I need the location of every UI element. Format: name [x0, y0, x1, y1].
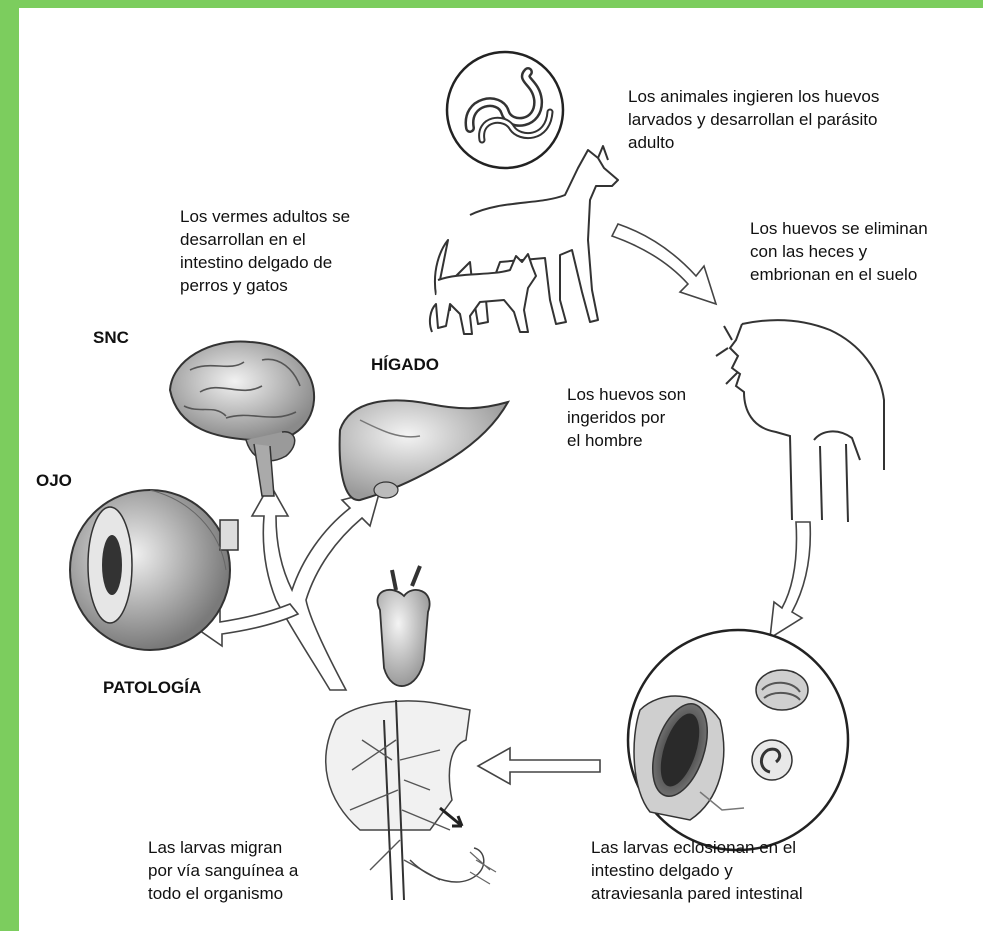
label-snc: SNC [93, 328, 129, 348]
step-adults-text: Los vermes adultos se desarrollan en el … [180, 205, 350, 297]
label-patologia: PATOLOGÍA [103, 678, 201, 698]
step-ingested-text: Los huevos son ingeridos por el hombre [567, 383, 686, 452]
step-migrate-text: Las larvas migran por vía sanguínea a to… [148, 836, 298, 905]
cycle-arrow-2 [770, 522, 810, 638]
worm-circle-icon [447, 52, 563, 168]
label-higado: HÍGADO [371, 355, 439, 375]
step-animals-text: Los animales ingieren los huevos larvado… [628, 85, 879, 154]
human-head-icon [716, 320, 884, 522]
heart-and-vessels-icon [326, 566, 496, 900]
liver-icon [340, 400, 508, 500]
intestine-circle-icon [628, 630, 848, 850]
cycle-arrow-3 [478, 748, 600, 784]
label-ojo: OJO [36, 471, 72, 491]
cycle-arrow-1 [612, 224, 716, 304]
brain-icon [170, 342, 314, 496]
step-hatch-text: Las larvas eclosionan en el intestino de… [591, 836, 803, 905]
step-eggs-out-text: Los huevos se eliminan con las heces y e… [750, 217, 928, 286]
